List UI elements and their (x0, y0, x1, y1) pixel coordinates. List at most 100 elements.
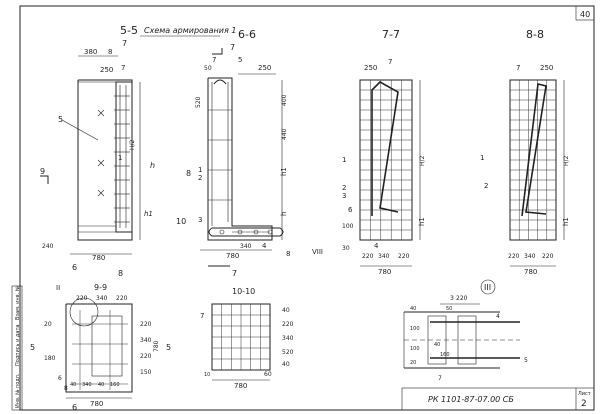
callout-detail-3: 3 (450, 295, 454, 302)
callout-7-7-6: 6 (348, 206, 353, 214)
callout-7: 7 (121, 64, 125, 72)
callout-9-9-8: 8 (64, 385, 68, 392)
dim-6-6-v1: 400 (281, 94, 288, 106)
side-stamp-strip (11, 285, 23, 411)
cut-5-right: 5 (166, 343, 171, 352)
cut-6-bot: 6 (72, 263, 77, 272)
dim-8-8-b2: 340 (524, 253, 536, 260)
view-title-6-6: 6-6 (238, 28, 256, 41)
cut-8-66: 8 (186, 169, 191, 178)
dim-detail-top: 220 (456, 295, 468, 302)
cut-viii: VIII (312, 248, 323, 256)
callout-6-6-5: 5 (238, 56, 242, 64)
dim-5-5-hmid: H/2 (129, 139, 136, 150)
dim-6-6-top: 50 (204, 65, 212, 72)
view-title-7-7: 7-7 (382, 28, 400, 41)
dim-9-9-mid: 780 (153, 340, 160, 352)
page-number-box (575, 5, 595, 21)
dim-8-8-b3: 220 (542, 253, 554, 260)
cut-7-top: 7 (122, 39, 127, 48)
view-title-9-9: 9-9 (94, 283, 107, 292)
dim-9-9-b3: 40 (98, 382, 104, 388)
dim-9-9-t1: 220 (76, 295, 88, 302)
dim-7-7-total: 780 (378, 268, 391, 276)
dim-6-6-h: h (280, 212, 288, 216)
callout-detail-5: 5 (524, 357, 528, 364)
cut-6-99: 6 (72, 403, 77, 412)
callout-7-7-3: 3 (342, 192, 346, 200)
dim-6-6-d1: 520 (195, 96, 202, 108)
dim-7-7-cover: 250 (364, 64, 377, 72)
callout-7-7-7: 7 (388, 58, 392, 66)
dim-6-6-side: 340 (240, 243, 252, 250)
view-title-10-10: 10-10 (232, 287, 255, 296)
callout-7-7-2: 2 (342, 184, 346, 192)
dim-detail-v1: 50 (446, 306, 452, 312)
callout-6-6-4: 4 (262, 242, 267, 250)
dim-detail-v2: 40 (434, 342, 440, 348)
dim-6-6-cover: 250 (258, 64, 271, 72)
dim-7-7-side: 100 (342, 223, 354, 230)
dim-9-9-b4: 160 (110, 382, 120, 388)
dim-10-10-cells: 60 (264, 371, 272, 378)
view-7-7: 7-7 250 7 H/2 h1 1 2 3 6 100 30 220 340 … (342, 28, 426, 276)
callout-6-6-2: 2 (198, 174, 202, 182)
dim-5-5-h: h (150, 161, 155, 170)
dim-7-7-b2: 340 (378, 253, 390, 260)
callout-6-6-3: 3 (198, 216, 202, 224)
dim-10-10-h1: 40 (282, 307, 290, 314)
callout-7-7-4: 4 (374, 242, 379, 250)
view-5-5: 5-5 Схема армирования 1 380 250 h (40, 24, 236, 278)
dim-9-9-r1: 220 (140, 321, 152, 328)
dim-5-5-bottom: 780 (92, 254, 105, 262)
sheet-number: 2 (581, 399, 587, 409)
cut-7-66: 7 (230, 43, 235, 52)
dim-9-9-total: 780 (90, 400, 103, 408)
dim-8-8-cover: 250 (540, 64, 553, 72)
dim-10-10-bot1: 10 (204, 372, 210, 378)
dim-9-9-l1: 20 (44, 321, 52, 328)
dim-8-8-h1: h1 (562, 217, 570, 226)
dim-9-9-r2: 340 (140, 337, 152, 344)
dim-9-9-b2: 340 (82, 382, 92, 388)
callout-detail-4: 4 (496, 313, 500, 320)
dim-5-5-top: 380 (84, 48, 97, 56)
view-8-8: 8-8 250 7 H/2 h1 1 2 220 340 220 780 (480, 28, 570, 276)
side-stamp-3: Взам. инв. № (15, 285, 21, 320)
cut-ii: II (56, 284, 60, 292)
cut-5-left: 5 (30, 343, 35, 352)
dim-8-8-b1: 220 (508, 253, 520, 260)
dim-5-5-h1: h1 (144, 210, 153, 218)
callout-9-9-6: 6 (58, 375, 62, 382)
dim-detail-l2: 100 (410, 326, 420, 332)
dim-10-10-h4: 520 (282, 349, 294, 356)
callout-6-6-7: 7 (212, 56, 216, 64)
callout-1: 1 (118, 154, 122, 162)
view-9-9: 9-9 II 220 340 220 220 340 220 150 780 2… (30, 283, 171, 412)
dim-detail-v3: 160 (440, 352, 450, 358)
dim-detail-l3: 100 (410, 346, 420, 352)
view-title-5-5: 5-5 (120, 24, 138, 37)
dim-7-7-h1: h1 (418, 217, 426, 226)
view-subtitle-5-5: Схема армирования 1 (144, 26, 236, 35)
designation: РК 1101-87-07.00 СБ (428, 395, 514, 404)
page-number: 40 (580, 10, 590, 19)
dim-10-10-w: 780 (234, 382, 247, 390)
dim-7-7-h: H/2 (419, 155, 426, 166)
cut-10-66: 10 (176, 217, 186, 226)
callout-8-8-2: 2 (484, 182, 488, 190)
dim-9-9-r4: 150 (140, 369, 152, 376)
dim-7-7-side2: 30 (342, 245, 350, 252)
dim-10-10-h2: 220 (282, 321, 294, 328)
title-block (401, 387, 595, 411)
cut-9: 9 (40, 167, 45, 176)
dim-detail-l4: 20 (410, 360, 416, 366)
cut-7-66-bot: 7 (232, 269, 237, 278)
dim-9-9-l2: 180 (44, 355, 56, 362)
dim-5-5-cover: 250 (100, 66, 113, 74)
dim-8-8-h: H/2 (563, 155, 570, 166)
side-stamp-2: Подпись и дата (15, 325, 21, 366)
dim-9-9-b1: 40 (70, 382, 76, 388)
view-title-detail: III (484, 283, 491, 292)
